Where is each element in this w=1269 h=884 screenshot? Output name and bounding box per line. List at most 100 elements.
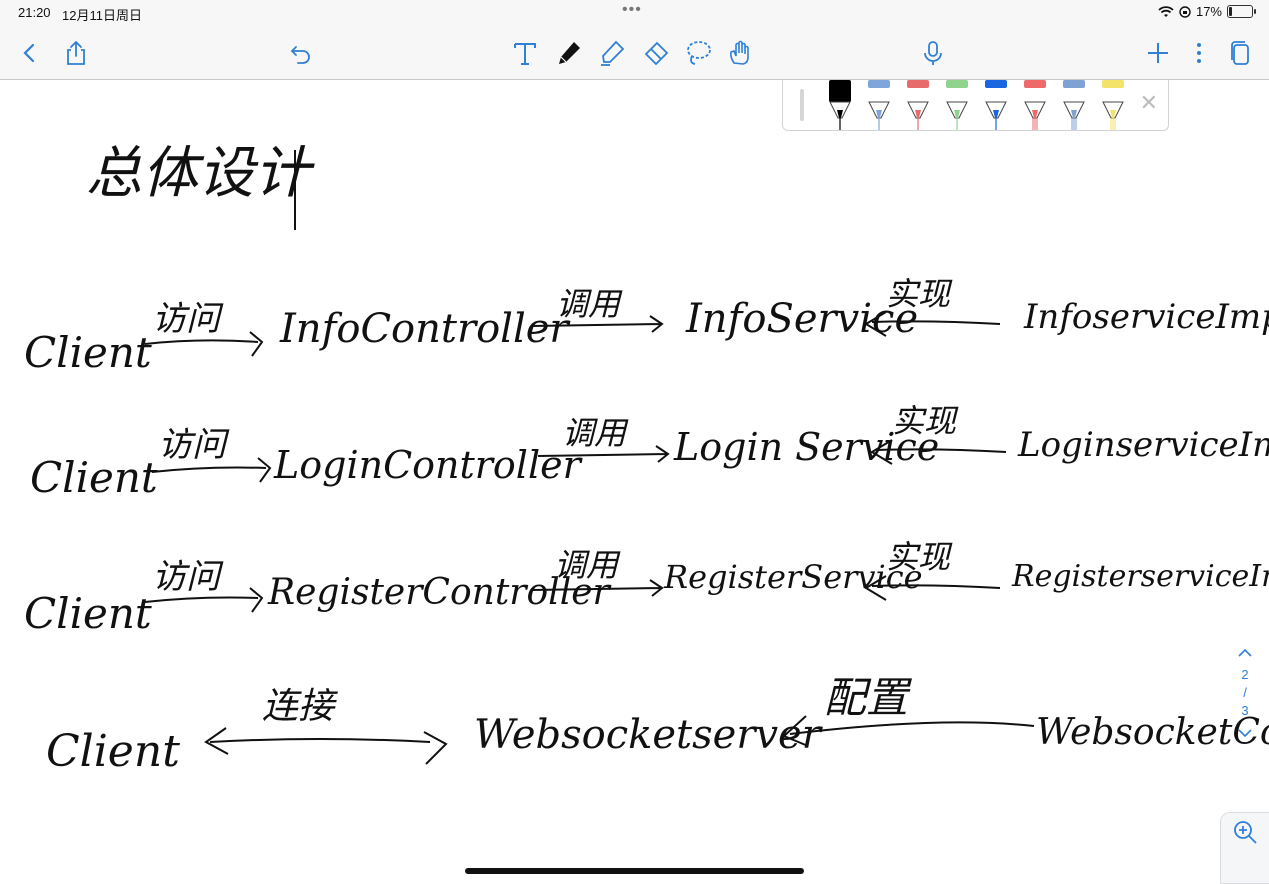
row-client: Client: [30, 453, 158, 502]
arrow-configure: [782, 715, 1035, 747]
arrow-call: [537, 445, 670, 463]
pen-color-3[interactable]: [905, 80, 931, 130]
multitask-dots-icon[interactable]: •••: [622, 1, 642, 18]
marker-icon: [1063, 80, 1085, 130]
status-bar: 21:20 12月11日周日 ••• 17%: [0, 0, 1269, 26]
lasso-icon: [687, 41, 711, 65]
rotation-lock-icon: [1179, 5, 1191, 18]
text-tool-icon: [514, 43, 536, 65]
arrow-implement: [870, 439, 1007, 465]
page-separator: /: [1243, 685, 1247, 700]
row-service: InfoService: [685, 296, 918, 342]
arrow-call: [531, 579, 664, 597]
page-down-button[interactable]: [1221, 720, 1269, 746]
back-button[interactable]: [14, 38, 44, 68]
chevron-left-icon: [23, 43, 35, 63]
undo-icon: [290, 46, 310, 64]
row-server: Websocketserver: [474, 712, 824, 758]
arrow-access: [144, 331, 264, 357]
row-label-call: 调用: [562, 414, 629, 452]
add-button[interactable]: [1143, 38, 1173, 68]
handwriting-layer: 总体设计 Client 访问 InfoController 调用 InfoSer…: [24, 141, 1269, 777]
diagram-row-register: Client 访问 RegisterController 调用 Register…: [24, 538, 1269, 638]
arrow-access: [144, 587, 264, 613]
arrow-implement: [864, 311, 1001, 337]
row-controller: InfoController: [279, 306, 571, 352]
current-page: 2: [1241, 667, 1249, 682]
pages-button[interactable]: [1225, 38, 1255, 68]
marker-icon: [907, 80, 929, 130]
microphone-button[interactable]: [918, 38, 948, 68]
eraser-button[interactable]: [640, 38, 670, 68]
pen-color-6[interactable]: [1022, 80, 1048, 130]
arrow-call: [531, 315, 664, 333]
chevron-up-icon: [1238, 648, 1252, 657]
plus-icon: [1148, 43, 1168, 63]
row-label-access: 访问: [152, 299, 224, 339]
marker-icon: [985, 80, 1007, 130]
home-indicator[interactable]: [465, 868, 804, 874]
chevron-down-icon: [1238, 729, 1252, 738]
row-label-access: 访问: [152, 557, 224, 597]
row-label-configure: 配置: [824, 673, 913, 722]
row-impl: RegisterserviceImpl: [1011, 559, 1269, 594]
note-title: 总体设计: [86, 141, 315, 206]
pen-tool-button[interactable]: [554, 38, 584, 68]
zoom-button[interactable]: [1220, 812, 1269, 884]
battery-icon: [1227, 5, 1256, 18]
share-icon: [67, 40, 85, 65]
row-controller: LoginController: [273, 443, 584, 487]
pen-color-4[interactable]: [944, 80, 970, 130]
row-label-call: 调用: [556, 285, 623, 323]
row-config: WebsocketConfig: [1036, 712, 1269, 753]
status-right: 17%: [1158, 4, 1256, 19]
pen-color-1[interactable]: [827, 80, 853, 130]
page-up-button[interactable]: [1221, 640, 1269, 666]
note-canvas[interactable]: 总体设计 Client 访问 InfoController 调用 InfoSer…: [0, 80, 1269, 882]
arrow-connect: [204, 727, 448, 765]
pen-palette: ✕: [782, 80, 1169, 131]
text-tool-button[interactable]: [510, 38, 540, 68]
close-icon[interactable]: ✕: [1139, 90, 1158, 115]
total-pages: 3: [1241, 703, 1249, 718]
row-impl: InfoserviceImpl: [1023, 297, 1269, 337]
pen-tool-icon: [559, 42, 580, 64]
zoom-in-icon: [1234, 821, 1257, 844]
highlighter-button[interactable]: [597, 38, 627, 68]
row-impl: LoginserviceImpl: [1017, 425, 1269, 465]
undo-button[interactable]: [286, 38, 316, 68]
lasso-button[interactable]: [683, 38, 713, 68]
row-label-call: 调用: [554, 546, 621, 584]
palette-grip-handle[interactable]: [800, 89, 804, 121]
row-label-access: 访问: [158, 425, 230, 465]
arrow-implement: [864, 575, 1001, 601]
row-service: Login Service: [673, 425, 939, 469]
row-label-implement: 实现: [886, 275, 953, 313]
share-button[interactable]: [61, 38, 91, 68]
pen-color-2[interactable]: [866, 80, 892, 130]
row-service: RegisterService: [663, 558, 923, 596]
wifi-icon: [1158, 5, 1174, 17]
highlighter-icon: [601, 40, 625, 66]
row-label-implement: 实现: [892, 402, 959, 440]
row-label-connect: 连接: [262, 686, 338, 727]
pen-color-8[interactable]: [1100, 80, 1126, 130]
more-button[interactable]: [1184, 38, 1214, 68]
row-client: Client: [24, 328, 152, 377]
row-label-implement: 实现: [886, 538, 953, 576]
page-navigator: 2 / 3: [1221, 640, 1269, 746]
pen-color-5[interactable]: [983, 80, 1009, 130]
marker-icon: [1102, 80, 1124, 130]
more-icon: [1197, 43, 1201, 63]
pages-icon: [1231, 41, 1249, 65]
diagram-row-websocket: Client 连接 Websocketserver 配置 WebsocketCo…: [46, 673, 1269, 777]
hand-tool-button[interactable]: [725, 38, 755, 68]
microphone-icon: [924, 41, 942, 65]
pen-color-7[interactable]: [1061, 80, 1087, 130]
arrow-access: [151, 457, 272, 483]
row-client: Client: [46, 726, 180, 777]
row-client: Client: [24, 589, 152, 638]
note-toolbar: [0, 26, 1269, 80]
diagram-row-info: Client 访问 InfoController 调用 InfoService …: [24, 275, 1269, 377]
diagram-row-login: Client 访问 LoginController 调用 Login Servi…: [30, 402, 1269, 502]
